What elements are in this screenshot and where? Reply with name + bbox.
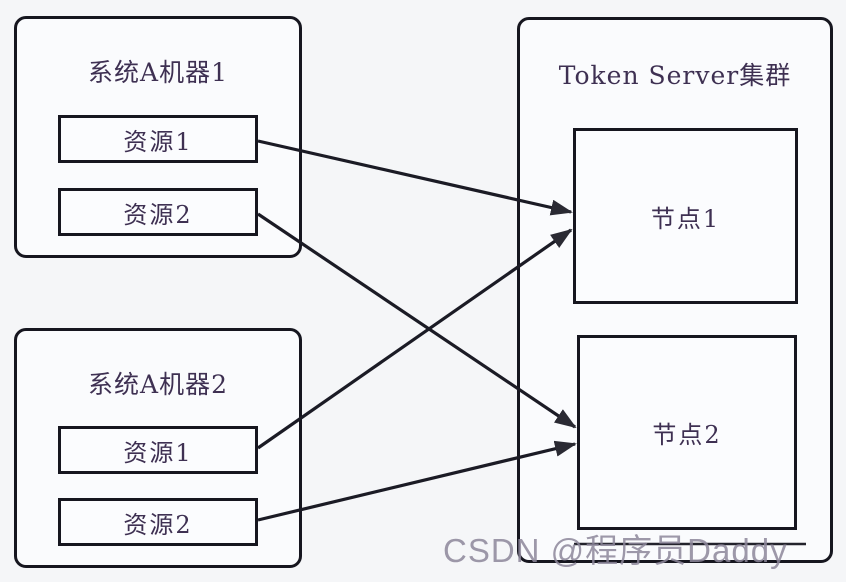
machine1-box: 系统A机器1 资源1 资源2 <box>14 16 302 258</box>
node1-box: 节点1 <box>573 128 798 304</box>
node2-label: 节点2 <box>652 421 722 449</box>
machine2-resource1-box: 资源1 <box>58 426 258 474</box>
machine2-box: 系统A机器2 资源1 资源2 <box>14 328 302 568</box>
watermark: CSDN @程序员Daddy <box>443 532 788 569</box>
token-server-cluster-box: Token Server集群 节点1 节点2 <box>517 17 833 563</box>
machine1-resource2-label: 资源2 <box>123 200 193 229</box>
machine2-resource2-box: 资源2 <box>58 498 258 546</box>
machine1-resource1-label: 资源1 <box>123 127 193 156</box>
node1-label: 节点1 <box>650 204 721 233</box>
machine1-resource1-box: 资源1 <box>58 115 258 163</box>
machine2-resource2-label: 资源2 <box>123 510 193 539</box>
machine1-title: 系统A机器1 <box>88 58 228 87</box>
node2-box: 节点2 <box>577 335 797 530</box>
machine2-resource1-label: 资源1 <box>123 438 193 467</box>
machine2-title: 系统A机器2 <box>88 370 228 399</box>
token-server-cluster-title: Token Server集群 <box>558 61 792 90</box>
machine1-resource2-box: 资源2 <box>58 188 258 236</box>
